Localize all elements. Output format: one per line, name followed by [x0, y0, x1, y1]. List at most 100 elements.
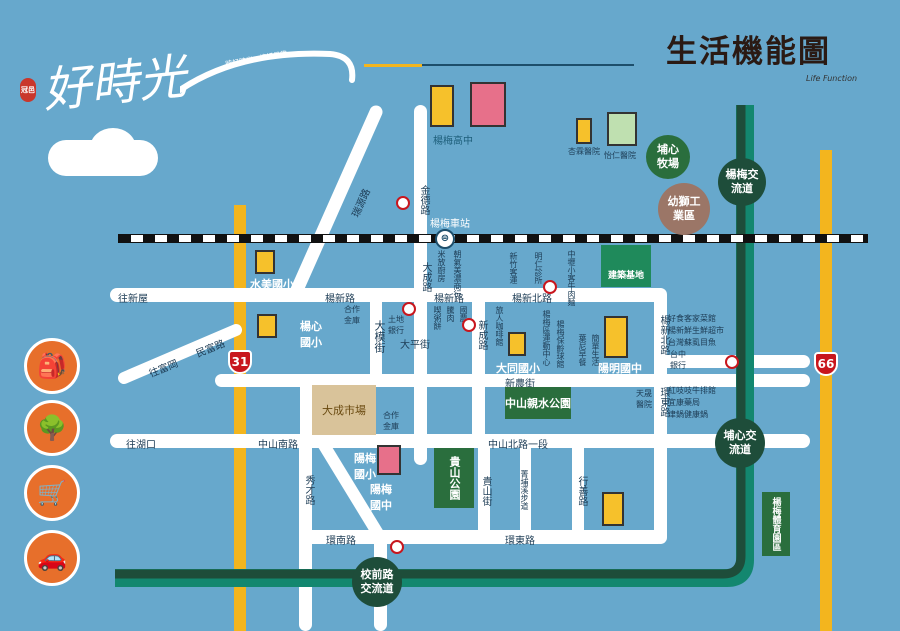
landmark-label: 陽梅國中	[370, 483, 392, 512]
landmark-label: 水美國小	[250, 278, 294, 291]
road-zhongshan	[110, 434, 810, 448]
poi-label: 旅人咖啡館	[495, 306, 504, 346]
industrial-zone: 幼獅工業區	[658, 183, 710, 235]
logo: 冠邑 好時光 時好時光 · 讓好日常	[20, 30, 356, 119]
convenience-store-icon	[543, 280, 557, 294]
page-subtitle: Life Function	[806, 74, 858, 83]
zhongshan-park: 中山親水公園	[505, 387, 571, 419]
road-trail	[520, 440, 531, 537]
convenience-store-icon	[396, 196, 410, 210]
school-building	[508, 332, 526, 356]
road-label: 楊新路	[434, 294, 464, 305]
hospital-building	[576, 118, 592, 144]
poi-label: 紅吱吱牛排館	[668, 386, 716, 395]
interchange-xiaoqian: 校前路交流道	[352, 557, 402, 607]
page-title: 生活機能圖	[666, 34, 831, 70]
road-label: 環南路	[326, 536, 356, 547]
direction-label: 往新屋	[118, 294, 148, 305]
school-building	[604, 316, 628, 358]
guishan-park: 貴山公園	[434, 448, 474, 508]
residence-building	[602, 492, 624, 526]
convenience-store-icon	[462, 318, 476, 332]
road-label: 楊新北路	[512, 294, 552, 305]
convenience-store-icon	[402, 302, 416, 316]
road-xincheng	[472, 295, 485, 440]
school-building	[257, 314, 277, 338]
poi-label: 楊梅保齡球館	[556, 320, 565, 368]
logo-swoosh	[180, 50, 356, 93]
landmark-label: 陽明國中	[598, 362, 642, 375]
road-yangxin	[110, 288, 666, 302]
road-label: 中山南路	[258, 440, 298, 451]
construction-site: 建築基地	[601, 245, 651, 287]
title-rule	[364, 64, 634, 67]
education-icon: 🎒	[24, 338, 80, 394]
railway	[118, 234, 868, 243]
sports-park: 楊梅體育園區	[762, 492, 790, 556]
landmark-label: 楊梅車站	[430, 219, 470, 230]
landmark-label: 楊梅高中	[433, 136, 473, 147]
poi-label: 簡單生活	[591, 334, 600, 366]
ranch: 埔心牧場	[646, 135, 690, 179]
road-label: 大模街	[373, 320, 386, 353]
provincial-road-66	[820, 150, 832, 631]
road-label: 大成路	[420, 262, 431, 292]
poi-label: 葉尼早餐	[578, 334, 587, 366]
poi-label: 喫粥餅	[433, 306, 442, 330]
landmark-label: 陽梅國小	[354, 452, 376, 481]
poi-label: 土地銀行	[388, 315, 404, 335]
cloud	[90, 128, 136, 168]
poi-label: 台灣蘇虱目魚	[668, 338, 716, 347]
road-label: 環東路	[658, 387, 669, 417]
road-label: 貴山街	[480, 476, 491, 506]
poi-label: 新竹客運	[509, 252, 518, 284]
poi-label: 明仁診所	[534, 252, 543, 284]
road-label: 新農街	[505, 379, 535, 390]
landmark-label: 楊心國小	[300, 320, 322, 349]
road-dacheng	[414, 105, 427, 465]
road-label: 中山北路一段	[488, 440, 548, 451]
landmark-label: 怡仁醫院	[604, 151, 636, 160]
poi-label: 國農	[459, 306, 468, 322]
school-building	[470, 82, 506, 127]
road-label: 金德路	[418, 185, 429, 215]
station-icon: ⊜	[435, 229, 455, 249]
road-label: 楊新路	[325, 294, 355, 305]
landmark-label: 天晟醫院	[636, 389, 652, 409]
poi-label: 朝氣美濃商行	[453, 250, 462, 298]
road-label: 菁埔溪步道	[520, 470, 529, 510]
poi-label: 合作金庫	[344, 305, 360, 325]
road-label: 大平街	[400, 340, 430, 351]
poi-label: 楊梅區運動中心	[542, 310, 551, 366]
shopping-icon: 🛒	[24, 465, 80, 521]
road-damo	[370, 295, 382, 380]
road-guishan	[478, 440, 490, 537]
highway-shield-66: 66	[814, 352, 838, 376]
poi-label: 米放廚房	[437, 250, 446, 282]
road-dachengmarket-west	[300, 380, 312, 440]
interchange-yangmei: 楊梅交流道	[718, 158, 766, 206]
poi-label: 合作金庫	[383, 411, 399, 431]
poi-label: 津鍋健康鍋	[668, 410, 708, 419]
highway-shield-31: 31	[228, 350, 252, 374]
road-label: 環東路	[505, 536, 535, 547]
road-xingshan	[572, 440, 584, 537]
direction-label: 往湖口	[126, 440, 156, 451]
logo-badge: 冠邑	[20, 78, 36, 102]
school-building	[430, 85, 454, 127]
convenience-store-icon	[390, 540, 404, 554]
hospital-building	[607, 112, 637, 146]
road-huandong	[654, 288, 667, 544]
poi-label: 中壢小客牛肉麵	[567, 250, 576, 306]
poi-label: 騰肉	[446, 306, 455, 322]
landmark-label: 大同國小	[496, 362, 540, 375]
interchange-puxin: 埔心交流道	[715, 418, 765, 468]
road-label: 楊新北路	[658, 315, 669, 355]
road-label: 秀才路	[303, 475, 314, 505]
dacheng-market: 大成市場	[312, 385, 376, 435]
convenience-store-icon	[725, 355, 739, 369]
transport-icon: 🚗	[24, 530, 80, 586]
road-label: 新成路	[476, 320, 487, 350]
school-building	[255, 250, 275, 274]
